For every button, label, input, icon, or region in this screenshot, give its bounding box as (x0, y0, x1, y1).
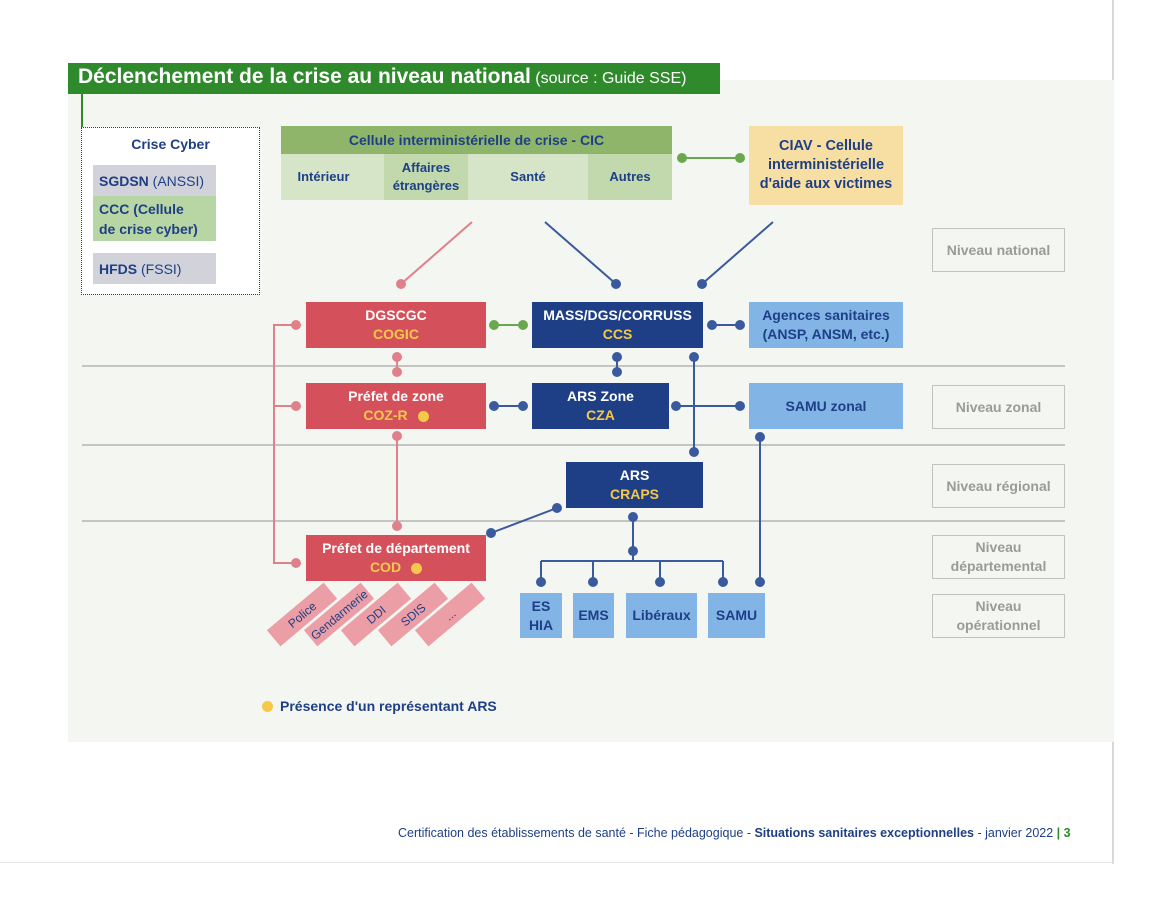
hfds-detail: (FSSI) (137, 260, 182, 277)
cic-box: Cellule interministérielle de crise - CI… (281, 126, 672, 200)
level-national-label: Niveau national (946, 241, 1051, 258)
samu-label: SAMU (715, 607, 758, 623)
dgscgc-box: DGSCGC COGIC (306, 302, 486, 348)
dgscgc-name: DGSCGC (365, 307, 427, 323)
ars-zone-box: ARS Zone CZA (532, 383, 669, 429)
cod-label: COD (369, 559, 402, 575)
level-regional-label: Niveau régional (946, 477, 1051, 494)
footer-text: Certification des établissements de sant… (398, 826, 755, 840)
cic-mass-link (544, 221, 617, 285)
ccc-box: CCC (Cellule de crise cyber) (93, 196, 216, 241)
hia-label: HIA (528, 616, 554, 633)
ciav-line3: d'aide aux victimes (759, 176, 893, 192)
ccs-label: CCS (602, 326, 633, 342)
dgscgc-dep-bracket (273, 324, 296, 564)
sgdsn-detail: (ANSSI) (148, 172, 205, 189)
legend: Présence d'un représentant ARS (262, 698, 497, 714)
hfds-label: HFDS (99, 260, 138, 277)
craps-label: CRAPS (609, 486, 659, 502)
ciav-line2: interministérielle (767, 157, 885, 173)
ars-box: ARS CRAPS (566, 462, 703, 508)
ars-dep-link (490, 507, 558, 534)
cic-cell-interieur: Intérieur (297, 169, 350, 184)
prefet-dep-name: Préfet de département (322, 540, 470, 556)
ciav-mass-link (701, 221, 774, 285)
page-number: 3 (1063, 826, 1071, 840)
liberaux-box: Libéraux (626, 593, 697, 638)
level-zonal: Niveau zonal (932, 385, 1065, 429)
page-bottom-edge (0, 862, 1114, 863)
ars-zone-name: ARS Zone (567, 388, 634, 404)
ars-name: ARS (619, 467, 650, 483)
ccc-line1: CCC (Cellule (99, 200, 184, 217)
level-dep-line1: Niveau (975, 539, 1022, 555)
footer-separator: | (1056, 826, 1064, 840)
ciav-line1: CIAV - Cellule (779, 138, 873, 154)
ciav-box: CIAV - Cellule interministérielle d'aide… (749, 126, 903, 205)
prefet-zone-name: Préfet de zone (348, 388, 444, 404)
ars-presence-dot (411, 562, 423, 574)
cic-cell-autres: Autres (588, 154, 672, 200)
cic-cell-sante: Santé (510, 169, 546, 184)
level-op-line1: Niveau (975, 598, 1022, 614)
footer-topic: Situations sanitaires exceptionnelles (754, 826, 974, 840)
ccc-line2: de crise cyber) (99, 220, 198, 237)
title-connector (81, 94, 83, 128)
cza-label: CZA (586, 407, 615, 423)
agences-line2: (ANSP, ANSM, etc.) (762, 326, 890, 342)
hfds-box: HFDS (FSSI) (93, 253, 216, 284)
cic-header: Cellule interministérielle de crise - CI… (281, 126, 672, 154)
ems-label: EMS (578, 607, 609, 623)
level-dep-line2: départemental (950, 558, 1047, 574)
cic-cell-affaires-etrangeres: Affaires étrangères (384, 154, 468, 200)
level-zonal-label: Niveau zonal (955, 398, 1042, 415)
level-operationnel: Niveau opérationnel (932, 594, 1065, 638)
es-hia-box: ES HIA (520, 593, 562, 638)
cozr-label: COZ-R (363, 407, 408, 423)
prefet-departement-box: Préfet de département COD (306, 535, 486, 581)
prefet-zone-box: Préfet de zone COZ-R (306, 383, 486, 429)
level-national: Niveau national (932, 228, 1065, 272)
mass-name: MASS/DGS/CORRUSS (543, 307, 692, 323)
agences-sanitaires-box: Agences sanitaires (ANSP, ANSM, etc.) (749, 302, 903, 348)
legend-text: Présence d'un représentant ARS (280, 698, 497, 714)
crise-cyber-title: Crise Cyber (131, 136, 210, 152)
ems-box: EMS (573, 593, 614, 638)
samu-zonal-box: SAMU zonal (749, 383, 903, 429)
mass-box: MASS/DGS/CORRUSS CCS (532, 302, 703, 348)
samu-zonal-name: SAMU zonal (785, 397, 867, 414)
level-op-line2: opérationnel (956, 617, 1041, 633)
es-label: ES (531, 597, 551, 614)
page-title: Déclenchement de la crise au niveau nati… (68, 63, 720, 94)
samu-box: SAMU (708, 593, 765, 638)
cogic-label: COGIC (373, 326, 419, 342)
page-footer: Certification des établissements de sant… (398, 826, 1071, 840)
title-main: Déclenchement de la crise au niveau nati… (78, 65, 531, 88)
yellow-dot-icon (262, 700, 273, 712)
level-regional: Niveau régional (932, 464, 1065, 508)
cic-dgscgc-link (400, 221, 473, 285)
sgdsn-box: SGDSN (ANSSI) (93, 165, 216, 196)
title-source: (source : Guide SSE) (535, 70, 687, 87)
liberaux-label: Libéraux (632, 607, 691, 623)
agences-line1: Agences sanitaires (762, 307, 890, 323)
ars-presence-dot (417, 410, 429, 422)
sgdsn-label: SGDSN (99, 172, 149, 189)
level-departemental: Niveau départemental (932, 535, 1065, 579)
footer-date: - janvier 2022 (973, 826, 1057, 840)
